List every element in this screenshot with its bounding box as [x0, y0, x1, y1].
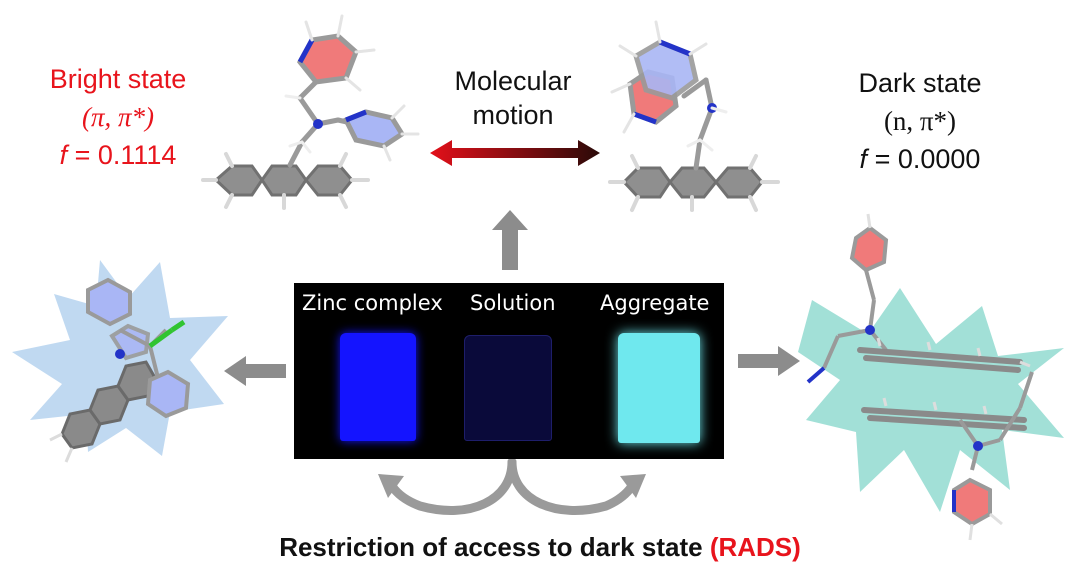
vials-photo: Zinc complex Solution Aggregate	[294, 283, 724, 459]
footer-text: Restriction of access to dark state	[279, 532, 703, 562]
vial-aggregate	[618, 333, 700, 443]
curved-arrows-icon	[387, 457, 637, 515]
vial-solution	[464, 335, 552, 441]
bright-state-title: Bright state	[49, 64, 187, 94]
dark-state-oscillator: f = 0.0000	[830, 142, 1010, 176]
bright-state-transition: (π, π*)	[81, 102, 155, 132]
photo-label-zinc-complex: Zinc complex	[302, 291, 443, 315]
arrow-left-icon	[224, 356, 286, 386]
arrow-up-icon	[492, 210, 528, 270]
molecular-motion-line1: Molecular	[454, 66, 572, 96]
dark-state-molecule	[608, 20, 780, 212]
bright-state-molecule	[201, 14, 420, 210]
dark-oscillator-symbol: f	[859, 144, 868, 174]
zinc-complex-molecule	[12, 260, 228, 463]
aggregate-dimer-molecule	[798, 213, 1064, 541]
photo-label-aggregate: Aggregate	[600, 291, 710, 315]
bright-oscillator-value: = 0.1114	[74, 140, 177, 170]
dark-state-title: Dark state	[858, 68, 982, 98]
bright-state-oscillator: f = 0.1114	[28, 138, 208, 172]
footer-acronym: (RADS)	[709, 532, 801, 562]
bright-oscillator-symbol: f	[59, 140, 68, 170]
photo-label-solution: Solution	[470, 291, 556, 315]
vial-zinc-complex	[340, 333, 416, 441]
double-arrow-icon	[430, 140, 600, 166]
dark-state-transition: (n, π*)	[883, 106, 957, 136]
molecular-motion-line2: motion	[472, 100, 554, 130]
arrow-right-icon	[738, 346, 800, 376]
dark-oscillator-value: = 0.0000	[874, 144, 981, 174]
footer-title: Restriction of access to dark state (RAD…	[0, 532, 1080, 563]
